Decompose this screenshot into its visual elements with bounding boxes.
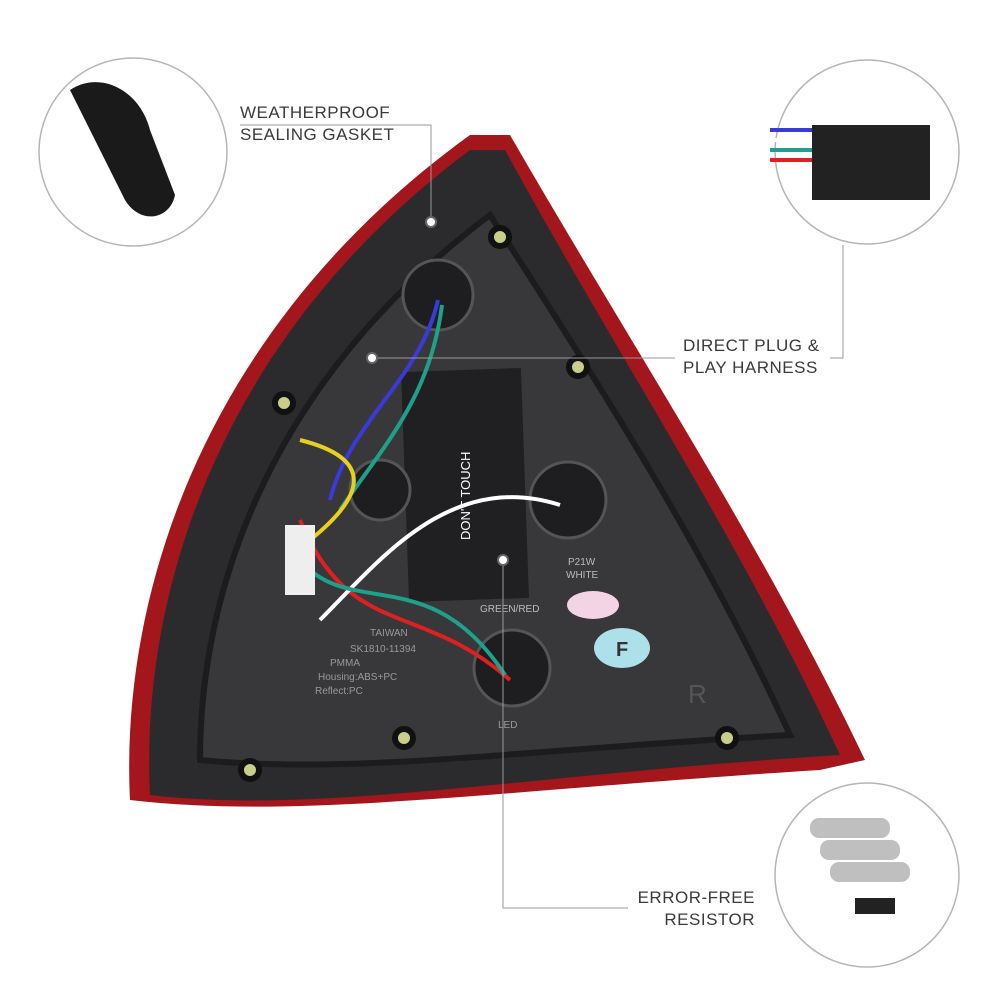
callout-harness-line1: DIRECT PLUG & (683, 336, 820, 355)
callout-gasket-line1: WEATHERPROOF (240, 103, 391, 122)
bulb-sockets (348, 258, 608, 708)
callout-harness: DIRECT PLUG & PLAY HARNESS (683, 335, 820, 379)
marking-led: LED (498, 720, 517, 731)
marking-lens: PMMA (330, 658, 360, 669)
callout-gasket: WEATHERPROOF SEALING GASKET (240, 102, 394, 146)
marking-warning: DON'T TOUCH (458, 452, 473, 540)
molded-text: TAIWAN SK1810-11394 PMMA Housing:ABS+PC … (315, 628, 517, 731)
control-module (401, 367, 529, 603)
marking-reflect: Reflect:PC (315, 686, 363, 697)
wiring (298, 299, 561, 682)
marking-origin: TAIWAN (370, 628, 408, 639)
marking-side: R (688, 679, 707, 709)
sticker-f (594, 628, 650, 668)
callout-resistor-line2: RESISTOR (664, 910, 755, 929)
resistor-image (810, 818, 910, 914)
marking-bulb-color: WHITE (566, 570, 599, 581)
harness-connector-image (812, 125, 930, 200)
callout-gasket-line2: SEALING GASKET (240, 125, 395, 144)
callout-harness-line2: PLAY HARNESS (683, 358, 818, 377)
gasket-image (70, 82, 175, 217)
marking-wire: GREEN/RED (480, 604, 539, 615)
marking-bulb: P21W (568, 557, 596, 568)
connector-white (285, 525, 315, 595)
marking-part: SK1810-11394 (350, 644, 416, 655)
callout-resistor: ERROR-FREE RESISTOR (638, 887, 755, 931)
harness-wires (770, 128, 812, 162)
mounting-screws (238, 225, 739, 782)
callout-resistor-line1: ERROR-FREE (637, 888, 755, 907)
marking-f: F (616, 639, 628, 661)
leader-lines (240, 124, 844, 909)
marking-housing: Housing:ABS+PC (318, 672, 397, 683)
callout-dots (366, 216, 509, 566)
sticker-pink (567, 591, 619, 619)
